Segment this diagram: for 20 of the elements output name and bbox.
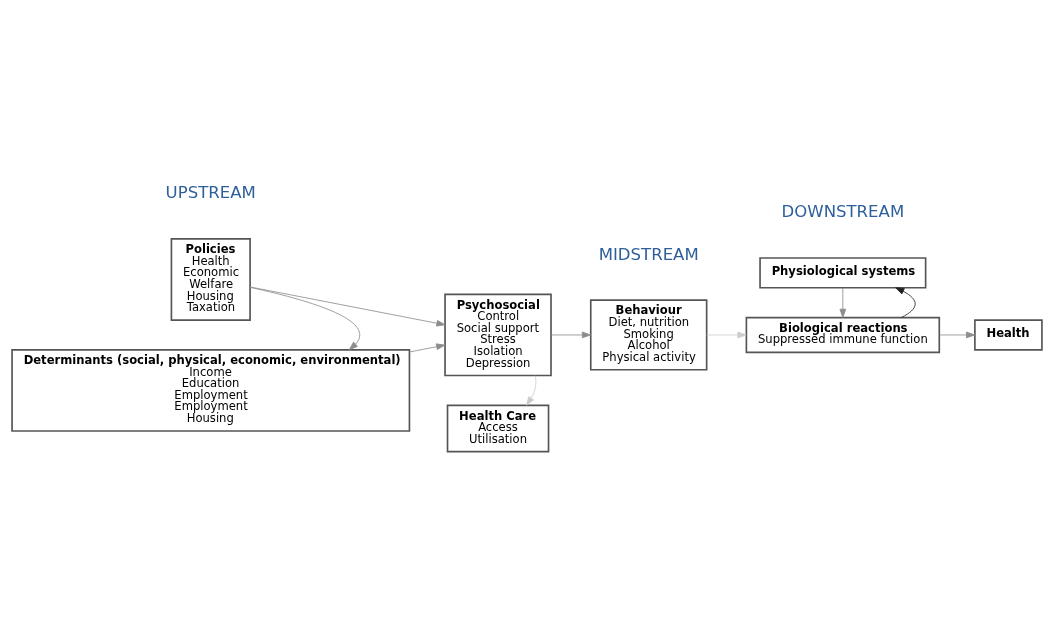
arrow (550, 331, 591, 339)
label: MIDSTREAM (598, 244, 699, 264)
node-box: Determinants (social, physical, economic, environmental) Income Education Employment Employment Housing (11, 349, 411, 432)
arrow (939, 331, 976, 339)
arrow (706, 331, 747, 339)
arrow (526, 375, 537, 406)
arrow (249, 286, 361, 351)
arrow (249, 286, 446, 327)
node-box: Policies Health Economic Welfare Housing Taxation (170, 238, 251, 321)
node-box: Behaviour Diet, nutrition Smoking Alcohol Physical activity (589, 299, 708, 371)
node-box: Physiological systems (759, 257, 927, 289)
node-box: Psychosocial Control Social support Stress Isolation Depression (444, 293, 552, 377)
arrow (895, 287, 916, 318)
node-box: Health Care Access Utilisation (446, 404, 550, 453)
arrow (839, 287, 847, 318)
node-box: Health (974, 319, 1043, 351)
label: UPSTREAM (165, 183, 256, 203)
node-box: Biological reactions Suppressed immune function (745, 316, 941, 354)
label: DOWNSTREAM (781, 202, 905, 222)
arrow (409, 343, 446, 353)
